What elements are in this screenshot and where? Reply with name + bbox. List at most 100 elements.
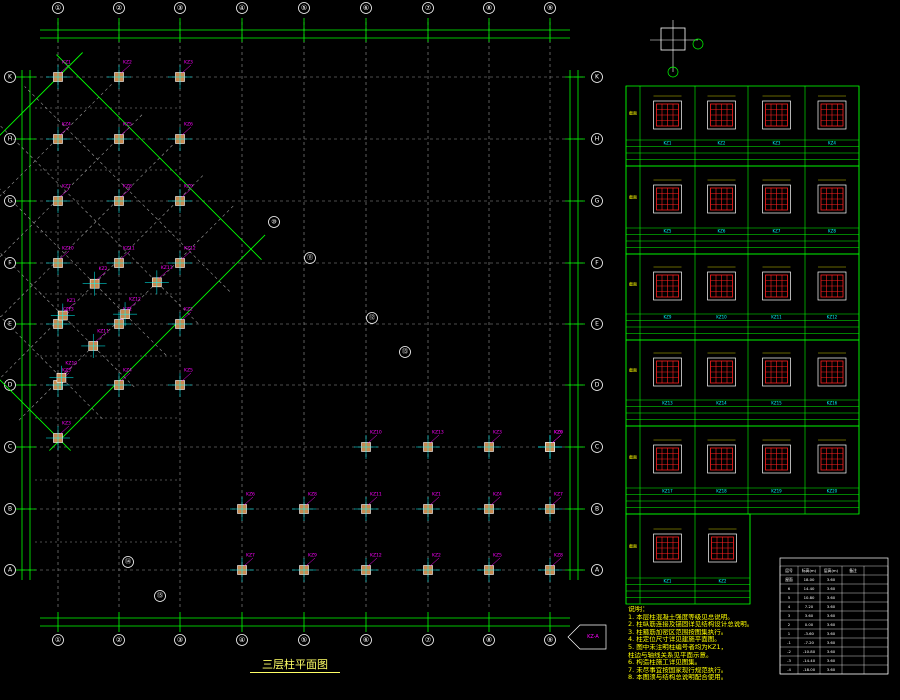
leader-line — [59, 126, 70, 136]
elevation-cell: 10.80 — [804, 595, 815, 600]
elevation-cell: -7.20 — [804, 640, 814, 645]
axis-bubble — [4, 133, 16, 145]
note-item: 6. 构造柱施工详见图集。 — [628, 659, 702, 667]
axis-bubble — [4, 71, 16, 83]
column-section — [762, 271, 791, 301]
column-label: KZ11 — [97, 328, 109, 334]
leader-line — [490, 496, 501, 506]
leader-line — [59, 64, 70, 74]
leader-line — [305, 557, 316, 567]
column-section — [653, 533, 682, 563]
dimension-lines — [16, 18, 585, 632]
schedule-col-label: KZ15 — [771, 401, 782, 406]
axis-bubble — [4, 195, 16, 207]
elevation-cell: 3.60 — [827, 667, 836, 672]
axis-bubble — [52, 634, 64, 646]
schedule-col-label: KZ6 — [718, 229, 726, 234]
axis-label: ⑥ — [363, 636, 369, 644]
axis-bubble — [544, 634, 556, 646]
schedule-col-label: KZ20 — [827, 489, 838, 494]
column-label: KZ8 — [123, 184, 132, 190]
leader-line — [120, 188, 131, 198]
elevation-header: 备注 — [849, 568, 857, 573]
column-label: KZ9 — [554, 430, 563, 436]
axis-bubble — [268, 216, 280, 228]
diagonal-grid-line — [0, 188, 167, 356]
diagonal-grid-line — [0, 315, 103, 419]
axis-label: G — [8, 198, 13, 205]
column-section — [817, 271, 847, 301]
column-label: KZ10 — [370, 430, 382, 436]
axis-bubble — [591, 441, 603, 453]
axis-bubble — [422, 634, 434, 646]
leader-line — [120, 372, 131, 382]
axis-label: B — [595, 506, 599, 513]
schedule-col-label: KZ11 — [771, 315, 782, 320]
diagonal-grid-line — [0, 113, 144, 258]
column-section — [708, 533, 737, 563]
axis-label: F — [595, 260, 599, 267]
diagonal-grid-line — [0, 252, 135, 388]
leader-line — [126, 301, 137, 311]
rebar-grid — [765, 187, 788, 211]
column-label: KZ6 — [184, 122, 193, 128]
axis-label: ⑪ — [307, 254, 313, 262]
axis-label: ⑫ — [369, 314, 375, 322]
elevation-cell: 3.60 — [827, 649, 836, 654]
axis-label: ⑬ — [402, 348, 408, 356]
rebar-grid — [820, 274, 844, 298]
axis-bubble — [52, 2, 64, 14]
axis-label: ⑤ — [301, 636, 307, 644]
elevation-cell: 5 — [788, 595, 791, 600]
column-section — [653, 357, 682, 387]
leader-line — [551, 496, 562, 506]
leader-line — [551, 557, 562, 567]
column-label: KZ1 — [432, 492, 441, 498]
marker-shape — [567, 624, 607, 650]
column-section — [653, 184, 682, 214]
schedule-row-label: 截面 — [629, 367, 637, 373]
column-label: KZ10 — [65, 360, 77, 366]
leader-line — [490, 557, 501, 567]
column-label: KZ7 — [62, 184, 71, 190]
axis-bubble — [236, 2, 248, 14]
leader-line — [551, 434, 562, 444]
column-label: KZ1 — [62, 60, 71, 66]
axis-label: ⑮ — [157, 592, 163, 600]
legend-marker: KZ-A — [567, 624, 607, 650]
column-section — [653, 271, 682, 301]
column-label: KZ2 — [99, 266, 108, 272]
rebar-grid — [765, 103, 788, 127]
axis-bubble — [591, 379, 603, 391]
axis-bubble — [154, 590, 166, 602]
leader-line — [429, 496, 440, 506]
axis-bubble — [483, 2, 495, 14]
leader-line — [367, 496, 378, 506]
schedule-row-label: 截面 — [629, 543, 637, 549]
leader-line — [429, 557, 440, 567]
title-underline — [250, 672, 340, 673]
schedule-row-label: 截面 — [629, 454, 637, 460]
axis-bubble — [298, 634, 310, 646]
rebar-grid — [820, 447, 844, 471]
axis-bubble — [366, 312, 378, 324]
schedule-col-label: KZ2 — [719, 579, 727, 584]
column-label: KZ4 — [493, 492, 502, 498]
leader-line — [95, 333, 105, 343]
drawing-title: 三层柱平面图 — [262, 658, 328, 671]
axis-label: D — [8, 382, 13, 389]
rebar-grid — [711, 536, 734, 560]
leader-line — [59, 250, 70, 260]
axis-label: ⑨ — [547, 4, 553, 12]
rebar-grid — [710, 360, 733, 384]
leader-line — [96, 271, 106, 280]
schedule-col-label: KZ14 — [716, 401, 727, 406]
elevation-header: 层号 — [785, 568, 793, 573]
schedule-col-label: KZ17 — [662, 489, 673, 494]
rebar-grid — [765, 274, 788, 298]
axis-bubble — [304, 252, 316, 264]
axis-bubble — [4, 564, 16, 576]
axis-label: C — [8, 444, 12, 451]
rebar-grid — [710, 187, 733, 211]
